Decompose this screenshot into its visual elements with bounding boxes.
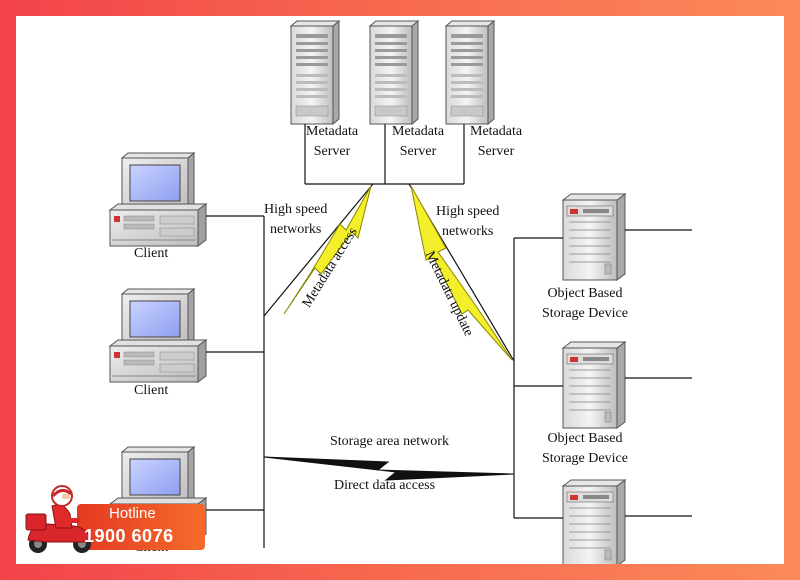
storage-device-label: Object Based Storage Device [542,284,628,324]
left-network-label: High speed networks [264,200,327,240]
metadata-server-label: Metadata Server [392,122,444,162]
metadata-server-label: Metadata Server [470,122,522,162]
storage-device-label-line1: Object Based [547,286,623,301]
metadata-server-label-line2: Server [313,144,351,159]
metadata-server-label-line2: Server [399,144,437,159]
direct-data-access-label: Direct data access [334,478,436,493]
metadata-server-label-line1: Metadata [392,124,445,139]
client-label: Client [134,383,169,398]
metadata-bus [304,124,465,185]
client-computer-icon [109,152,207,247]
client-computer-icon [109,288,207,383]
storage-device-label-line2: Storage Device [542,306,628,321]
metadata-server-label-line1: Metadata [470,124,523,139]
metadata-server-label: Metadata Server [306,122,358,162]
hotline-badge[interactable]: Hotline 1900 6076 [22,484,212,556]
metadata-server-icon [369,20,419,125]
metadata-update-lightning [410,185,513,361]
right-network-label: High speed networks [436,202,499,242]
right-network-label-line2: networks [442,224,494,239]
diagram-panel: Metadata Server Metadata Server Metadata… [16,16,784,564]
storage-device-icon [562,193,626,281]
storage-architecture-diagram [109,20,692,564]
client-label: Client [134,246,169,261]
left-network-label-line2: networks [270,222,322,237]
storage-area-network-lightning [263,456,515,481]
metadata-server-label-line1: Metadata [306,124,359,139]
storage-device-label-line2: Storage Device [542,451,628,466]
storage-device-icon [562,341,626,429]
network-links [206,183,692,548]
left-network-label-line1: High speed [264,202,328,217]
storage-device-label: Object Based Storage Device [542,429,628,469]
storage-area-network-label: Storage area network [330,434,449,449]
hotline-label: Hotline [109,505,156,522]
metadata-server-label-line2: Server [477,144,515,159]
right-network-label-line1: High speed [436,204,500,219]
metadata-server-icon [445,20,495,125]
scooter-delivery-icon [25,485,93,553]
hotline-bar [77,504,205,550]
metadata-access-lightning [283,185,372,315]
storage-device-label-line1: Object Based [547,431,623,446]
storage-device-icon [562,479,626,564]
hotline-number[interactable]: 1900 6076 [84,526,174,546]
metadata-server-icon [290,20,340,125]
